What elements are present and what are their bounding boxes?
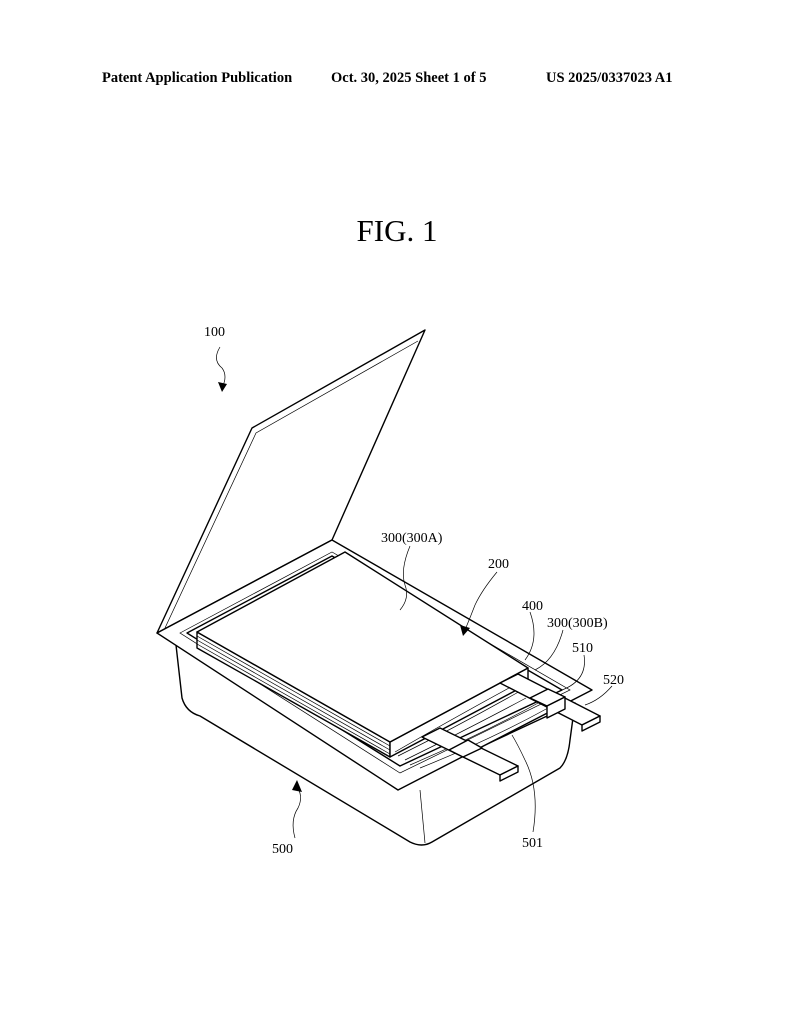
header-publication: Patent Application Publication	[102, 70, 293, 86]
lead-right	[499, 673, 601, 732]
header-patent-number: US 2025/0337023 A1	[546, 70, 673, 86]
leader-lines	[216, 346, 613, 839]
tab-fibers	[394, 681, 549, 769]
case-body	[175, 644, 576, 846]
lead-left	[421, 727, 519, 782]
label-520: 520	[603, 673, 624, 688]
label-100: 100	[204, 325, 225, 340]
label-300a: 300(300A)	[381, 531, 443, 546]
label-500: 500	[272, 842, 293, 857]
figure-title: FIG. 1	[356, 213, 438, 248]
label-501: 501	[522, 836, 543, 851]
header-date-sheet: Oct. 30, 2025 Sheet 1 of 5	[331, 70, 487, 86]
label-300b: 300(300B)	[547, 616, 608, 631]
label-400: 400	[522, 599, 543, 614]
label-200: 200	[488, 557, 509, 572]
stack-layers	[196, 635, 391, 755]
label-510: 510	[572, 641, 593, 656]
electrode-stack	[196, 551, 549, 769]
